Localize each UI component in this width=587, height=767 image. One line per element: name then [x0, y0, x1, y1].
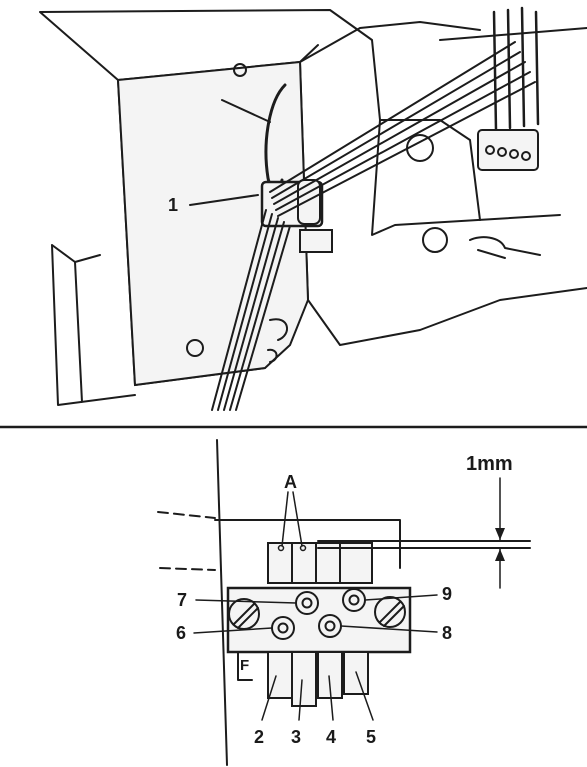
callout-2: 2: [254, 727, 264, 747]
label-a: A: [284, 472, 297, 492]
label-a-leader-right: [292, 491, 303, 547]
f-bracket: [237, 651, 253, 681]
lower-hook: [267, 318, 288, 363]
dimension-label: 1mm: [466, 453, 513, 475]
right-housing: [299, 21, 587, 221]
machine-foot: [51, 244, 136, 406]
letter-f: F: [240, 657, 249, 674]
callout-1: 1: [168, 195, 178, 215]
slotted-screw-left: [228, 598, 260, 630]
label-a-leader-left: [281, 491, 289, 547]
callout-9: 9: [442, 584, 452, 604]
guide-slot-block: [267, 542, 373, 584]
callout-3: 3: [291, 727, 301, 747]
callout-7: 7: [177, 590, 187, 610]
frame-edge: [216, 439, 228, 766]
body-edge-dashed-upper: [157, 511, 216, 519]
threads-horizontal: [317, 540, 531, 549]
guide-tabs: [267, 651, 369, 707]
top-figure: 1: [39, 6, 587, 411]
body-edge-dashed-lower: [159, 567, 216, 571]
callout-8: 8: [442, 623, 452, 643]
dimension-arrows: [495, 477, 505, 589]
tab-leaders: [261, 671, 374, 721]
callout-4: 4: [326, 727, 336, 747]
hole-right-upper: [406, 134, 434, 162]
thread-stand-posts: [492, 6, 540, 132]
slotted-screw-right: [374, 596, 406, 628]
point-a-right: [299, 544, 307, 552]
thread-guide-clip: [297, 179, 321, 225]
hole-top: [233, 63, 247, 77]
tension-dials: [485, 145, 531, 161]
callout-1-leader: [189, 194, 259, 206]
callout-6: 6: [176, 623, 186, 643]
point-a-left: [277, 544, 285, 552]
threads-lower: [211, 209, 291, 411]
top-plate: [214, 519, 401, 569]
bracket: [469, 236, 541, 259]
thread-guide-lower: [299, 229, 333, 253]
hole-right-lower: [422, 227, 448, 253]
guide-pointer: [221, 99, 271, 123]
callout-5: 5: [366, 727, 376, 747]
threads-upper: [269, 41, 536, 217]
hole-bottom: [186, 339, 204, 357]
guide-slot-dividers: [291, 542, 341, 584]
bottom-figure: A: [157, 439, 531, 766]
screw-leaders: [193, 594, 438, 634]
